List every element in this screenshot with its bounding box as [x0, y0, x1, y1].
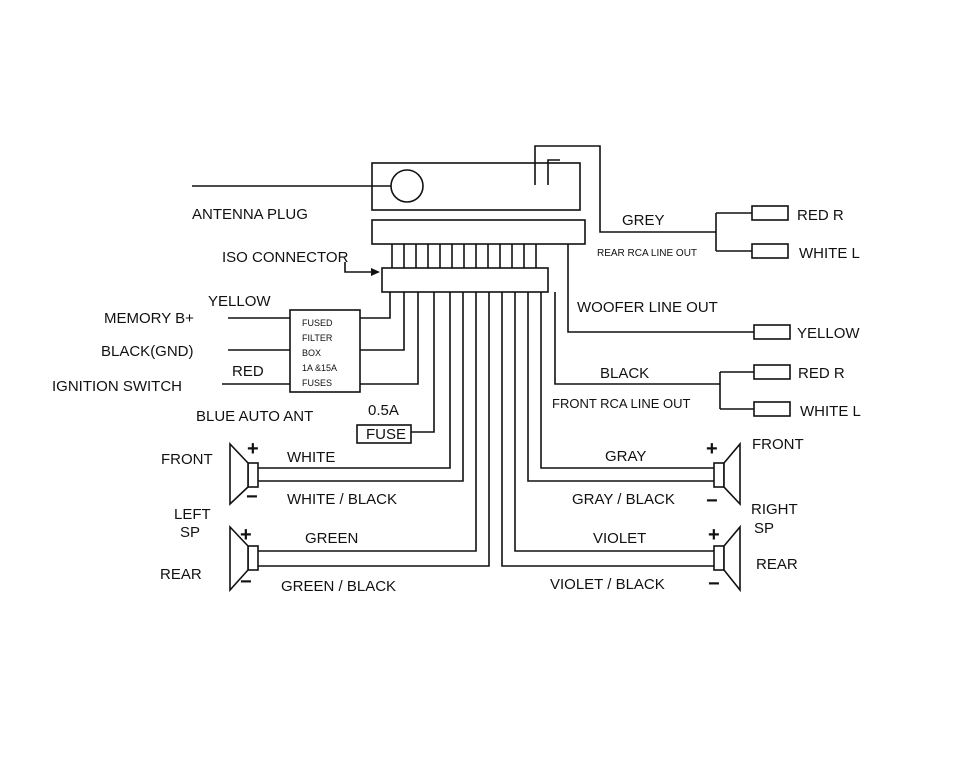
- rear-right-label: REAR: [756, 556, 798, 573]
- gray-wire: [540, 292, 714, 469]
- iso-connector-label: ISO CONNECTOR: [222, 249, 349, 266]
- left-label: LEFT: [174, 506, 211, 523]
- violet-label: VIOLET: [593, 530, 646, 547]
- blue-auto-ant-label: BLUE AUTO ANT: [196, 408, 313, 425]
- black-rca-wire: [554, 292, 720, 385]
- speaker-icon: [229, 441, 259, 506]
- right-label: RIGHT: [751, 501, 798, 518]
- violet-wire: [514, 292, 714, 552]
- front-rca-label: FRONT RCA LINE OUT: [552, 396, 691, 411]
- blue-wire: [411, 292, 435, 433]
- minus-sign: −: [240, 571, 252, 593]
- yellow-wire: [360, 292, 391, 319]
- red-label: RED: [232, 363, 264, 380]
- filter-box-line: FUSED: [302, 318, 333, 328]
- red-r-label: RED R: [797, 207, 844, 224]
- black-wire: [360, 292, 405, 351]
- filter-box-line: 1A &15A: [302, 363, 337, 373]
- filter-box-line: FUSES: [302, 378, 332, 388]
- speaker-icon: [229, 524, 259, 593]
- red-r-label: RED R: [798, 365, 845, 382]
- front-left-label: FRONT: [161, 451, 213, 468]
- green-black-wire: [258, 292, 490, 567]
- rca-plug-woofer: [753, 324, 791, 340]
- woofer-line-out-label: WOOFER LINE OUT: [577, 299, 718, 316]
- red-wire: [360, 292, 419, 385]
- minus-sign: −: [708, 573, 720, 595]
- white-l-label: WHITE L: [799, 245, 860, 262]
- iso-arrow-line: [344, 262, 374, 273]
- minus-sign: −: [706, 490, 718, 512]
- rca-plug-red-rear: [751, 205, 789, 221]
- filter-box-line: BOX: [302, 348, 321, 358]
- sp-right-label: SP: [754, 520, 774, 537]
- gray-black-label: GRAY / BLACK: [572, 491, 675, 508]
- green-black-label: GREEN / BLACK: [281, 578, 396, 595]
- filter-box-line: FILTER: [302, 333, 333, 343]
- rear-rca-label: REAR RCA LINE OUT: [597, 248, 697, 259]
- grey-wire: [534, 145, 716, 233]
- plus-sign: +: [706, 438, 718, 460]
- iso-connector-upper: [371, 219, 586, 245]
- green-wire: [258, 292, 477, 552]
- black-label: BLACK: [600, 365, 649, 382]
- yellow-label: YELLOW: [208, 293, 271, 310]
- plus-sign: +: [708, 524, 720, 546]
- fuse-label: FUSE: [366, 426, 406, 443]
- white-black-wire: [258, 292, 464, 482]
- speaker-icon: [713, 441, 741, 507]
- violet-black-label: VIOLET / BLACK: [550, 576, 665, 593]
- yellow-right-label: YELLOW: [797, 325, 860, 342]
- sp-left-label: SP: [180, 524, 200, 541]
- grey-label: GREY: [622, 212, 665, 229]
- white-wire: [258, 292, 451, 469]
- antenna-plug-label: ANTENNA PLUG: [192, 206, 308, 223]
- fuse-value-label: 0.5A: [368, 402, 399, 419]
- memory-label: MEMORY B+: [104, 310, 194, 327]
- plus-sign: +: [247, 438, 259, 460]
- iso-arrow-head: [371, 268, 380, 276]
- violet-black-wire: [501, 292, 714, 567]
- rca-plug-white-front: [753, 401, 791, 417]
- green-label: GREEN: [305, 530, 358, 547]
- woofer-wire: [567, 244, 754, 333]
- minus-sign: −: [246, 486, 258, 508]
- white-black-label: WHITE / BLACK: [287, 491, 397, 508]
- white-l-label: WHITE L: [800, 403, 861, 420]
- speaker-icon: [713, 524, 741, 593]
- fused-filter-box: [289, 309, 361, 393]
- grey-wire-stub: [547, 159, 560, 185]
- plus-sign: +: [240, 524, 252, 546]
- iso-pins: [391, 244, 537, 268]
- iso-connector-lower: [381, 267, 549, 293]
- ignition-switch-label: IGNITION SWITCH: [52, 378, 182, 395]
- gray-black-wire: [527, 292, 714, 482]
- antenna-socket: [390, 169, 424, 203]
- rca-plug-red-front: [753, 364, 791, 380]
- fuse-box: [356, 424, 412, 444]
- rear-left-label: REAR: [160, 566, 202, 583]
- front-right-label: FRONT: [752, 436, 804, 453]
- white-label: WHITE: [287, 449, 335, 466]
- rca-plug-white-rear: [751, 243, 789, 259]
- black-gnd-label: BLACK(GND): [101, 343, 194, 360]
- gray-label: GRAY: [605, 448, 646, 465]
